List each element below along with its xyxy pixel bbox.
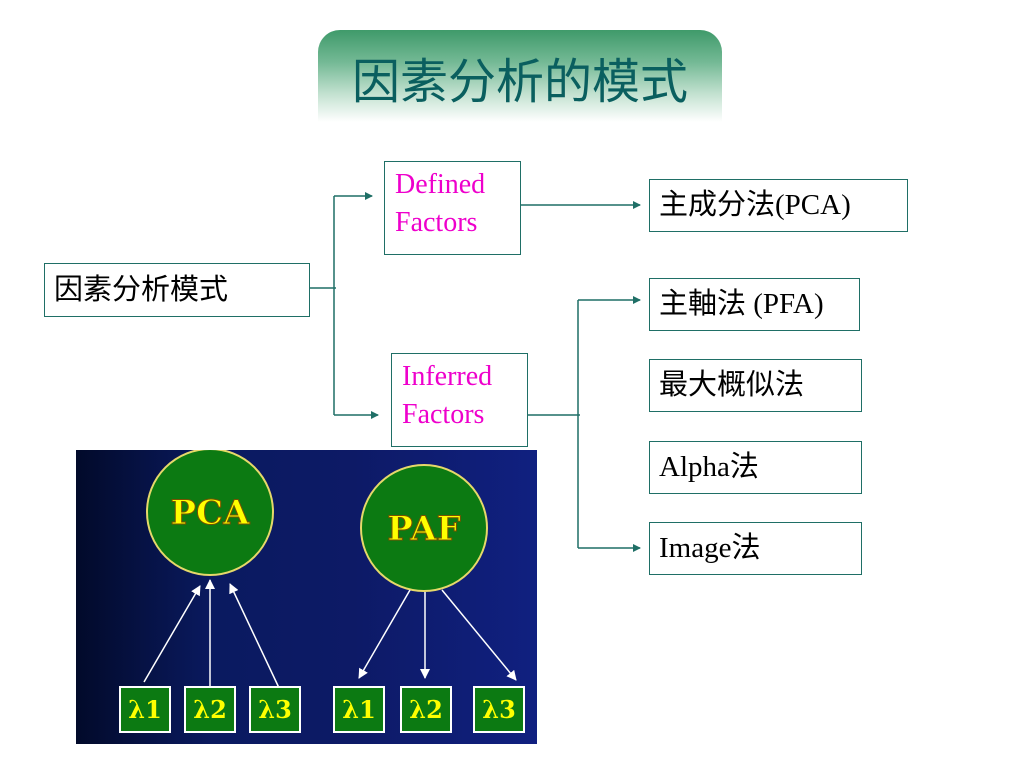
lambda-box: λ3 xyxy=(249,686,301,733)
title-banner xyxy=(318,30,722,122)
method-label: 主軸法 (PFA) xyxy=(659,288,824,320)
figure-graphic: PCA PAF λ1 λ2 λ3 λ1 xyxy=(119,448,525,733)
lambda-box: λ1 xyxy=(119,686,171,733)
root-box: 因素分析模式 xyxy=(44,263,310,317)
method-label: 最大概似法 xyxy=(659,369,805,401)
pca-paf-figure: PCA PAF λ1 λ2 λ3 λ1 xyxy=(76,448,537,744)
lambda-box: λ2 xyxy=(400,686,452,733)
method-box-pca: 主成分法(PCA) xyxy=(649,179,908,232)
inferred-factors-label: Inferred Factors xyxy=(402,361,493,430)
lambda-label: λ3 xyxy=(482,695,516,724)
page-title: 因素分析的模式 xyxy=(351,54,688,110)
defined-factors-box: Defined Factors xyxy=(384,161,521,255)
lambda-box: λ1 xyxy=(333,686,385,733)
method-label: Alpha法 xyxy=(659,451,759,483)
method-box-alpha: Alpha法 xyxy=(649,441,862,494)
defined-factors-label: Defined Factors xyxy=(395,169,486,238)
method-label: 主成分法(PCA) xyxy=(659,189,851,221)
lambda-box: λ2 xyxy=(184,686,236,733)
root-label: 因素分析模式 xyxy=(54,274,229,306)
paf-circle xyxy=(360,464,488,592)
paf-circle-label: PAF xyxy=(387,509,461,549)
method-box-ml: 最大概似法 xyxy=(649,359,862,412)
lambda-label: λ2 xyxy=(409,695,443,724)
lambda-label: λ1 xyxy=(342,695,376,724)
lambda-label: λ3 xyxy=(258,695,292,724)
lambda-label: λ1 xyxy=(128,695,162,724)
method-box-pfa: 主軸法 (PFA) xyxy=(649,278,860,331)
lambda-label: λ2 xyxy=(193,695,227,724)
lambda-box: λ3 xyxy=(473,686,525,733)
method-box-image: Image法 xyxy=(649,522,862,575)
pca-circle-label: PCA xyxy=(170,493,250,533)
method-label: Image法 xyxy=(659,532,761,564)
inferred-factors-box: Inferred Factors xyxy=(391,353,528,447)
